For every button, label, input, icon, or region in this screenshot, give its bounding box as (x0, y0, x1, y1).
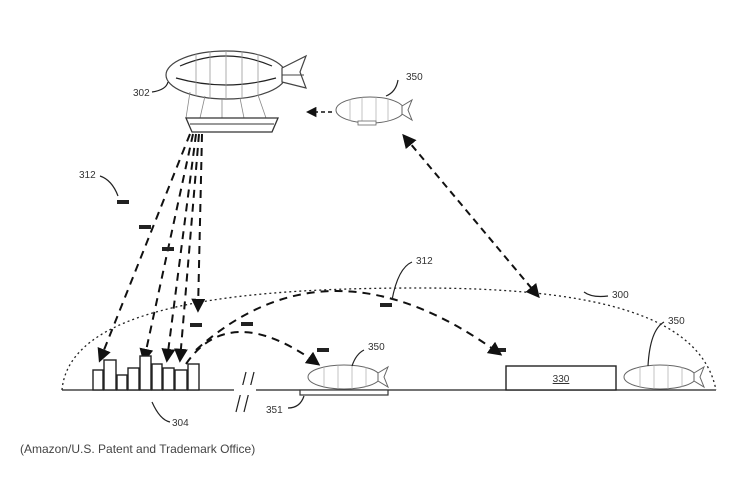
leader-350-center (351, 349, 365, 367)
leader-312-left (99, 175, 119, 197)
label-302: 302 (133, 88, 150, 99)
arrow-gondola-4 (173, 133, 200, 363)
arrow-city-to-fc (195, 290, 503, 356)
label-312-left: 312 (79, 170, 96, 181)
image-caption: (Amazon/U.S. Patent and Trademark Office… (20, 442, 256, 456)
uav-icon (117, 200, 506, 352)
arrow-gondola-3 (161, 133, 197, 363)
arrow-far-airship-to-dome (402, 133, 540, 299)
airship-350-center-icon (307, 364, 390, 390)
leader-304 (151, 401, 171, 423)
leader-351 (287, 395, 305, 409)
airship-350-right-icon (623, 364, 706, 390)
leader-302 (151, 81, 169, 93)
label-350-right: 350 (668, 316, 685, 327)
arrow-city-to-landing (185, 331, 321, 366)
leader-312-mid (391, 261, 413, 301)
label-350-far: 350 (406, 72, 423, 83)
city-buildings (92, 355, 200, 391)
label-350-center: 350 (368, 342, 385, 353)
ground-break-icon (234, 371, 256, 413)
leader-300 (583, 291, 609, 298)
leader-350-far (385, 79, 399, 97)
patent-diagram: 302 350 312 312 (61, 50, 717, 429)
label-300: 300 (612, 290, 629, 301)
label-304: 304 (172, 418, 189, 429)
airship-302-icon (165, 50, 308, 133)
landing-pad-351 (299, 389, 389, 396)
arrow-gondola-1 (97, 133, 191, 363)
arrow-gondola-5 (191, 133, 206, 313)
airship-350-far-icon (335, 96, 414, 126)
leader-350-right (647, 321, 665, 367)
label-330: 330 (553, 374, 570, 385)
label-312-mid: 312 (416, 256, 433, 267)
fulfillment-center-330 (505, 365, 617, 391)
label-351: 351 (266, 405, 283, 416)
